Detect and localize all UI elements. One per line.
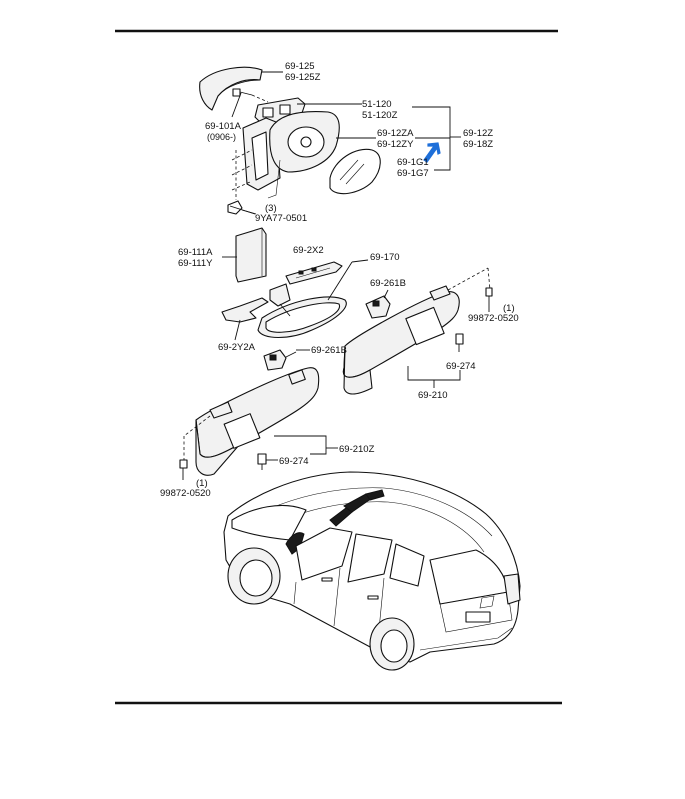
label-69-101a: 69-101A [205, 121, 242, 132]
label-qty-1-right: (1) [503, 303, 515, 314]
garnish-panel [235, 227, 267, 283]
label-69-12zy: 69-12ZY [377, 139, 414, 150]
label-qty-1-left: (1) [196, 478, 208, 489]
label-69-125z: 69-125Z [285, 72, 321, 83]
label-69-125: 69-125 [285, 61, 315, 72]
lower-cover [221, 297, 269, 323]
label-69-111a: 69-111A [178, 247, 213, 258]
label-99872-0520-right: 99872-0520 [468, 313, 519, 324]
arrow-up-left-icon [423, 142, 441, 163]
visor-holder-right [365, 289, 391, 319]
label-69-210: 69-210 [418, 390, 448, 401]
label-69-12za: 69-12ZA [377, 128, 414, 139]
mirror-leaders [229, 71, 461, 215]
interior-leaders [222, 256, 461, 461]
label-69-12z: 69-12Z [463, 128, 493, 139]
label-69-274-left: 69-274 [279, 456, 309, 467]
label-qty-3: (3) [265, 203, 277, 214]
rearview-mirror [257, 261, 353, 339]
label-69-18z: 69-18Z [463, 139, 493, 150]
mirror-cap [199, 66, 263, 111]
mirror-screw [232, 88, 269, 103]
label-69-274-right: 69-274 [446, 361, 476, 372]
label-69-261b-left: 69-261B [311, 345, 347, 356]
label-9ya77-0501: 9YA77-0501 [255, 213, 307, 224]
label-69-261b-right: 69-261B [370, 278, 406, 289]
mirror-glass [329, 148, 381, 195]
label-69-111y: 69-111Y [178, 258, 213, 269]
vehicle-illustration [223, 471, 521, 671]
upper-cover [285, 261, 343, 285]
sun-visor-left [179, 367, 320, 480]
label-69-2x2: 69-2X2 [293, 245, 324, 256]
label-69-1g1: 69-1G1 [397, 157, 429, 168]
label-69-2y2a: 69-2Y2A [218, 342, 256, 353]
clip-right [455, 333, 464, 352]
label-69-210z: 69-210Z [339, 444, 375, 455]
visor-holder-left [263, 349, 297, 371]
clip-left [257, 453, 267, 470]
label-69-1g7: 69-1G7 [397, 168, 429, 179]
sun-visor-right [342, 267, 493, 395]
label-0906: (0906-) [207, 132, 236, 142]
mirror-housing [267, 111, 340, 199]
label-99872-0520-left: 99872-0520 [160, 488, 211, 499]
label-69-170: 69-170 [370, 252, 400, 263]
mirror-bolt [227, 200, 257, 215]
label-51-120: 51-120 [362, 99, 392, 110]
label-51-120z: 51-120Z [362, 110, 398, 121]
